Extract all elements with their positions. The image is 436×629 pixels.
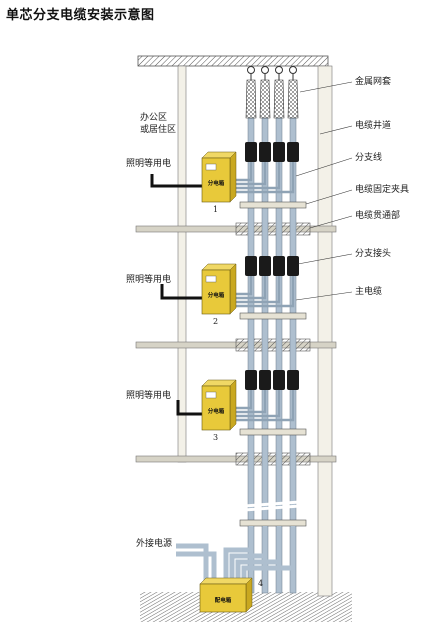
office-area-label: 办公区 (140, 111, 167, 123)
lighting-label-2: 照明等用电 (126, 273, 171, 285)
callout-leaders (295, 81, 353, 301)
cable-clamps (239, 201, 307, 527)
cable-penetration-label: 电缆贯通部 (355, 209, 400, 221)
sub-box-1-label: 分电箱 (208, 179, 225, 187)
lighting-feed-lines (150, 174, 202, 416)
branch-joints (245, 142, 299, 390)
external-power-label: 外接电源 (136, 537, 172, 549)
metal-mesh-sleeves (245, 66, 299, 119)
cable-shaft-label: 电缆井道 (355, 119, 391, 131)
top-slab (137, 55, 329, 67)
sub-box-2-label: 分电箱 (208, 291, 225, 299)
residential-area-label: 或居住区 (140, 123, 176, 135)
lighting-label-3: 照明等用电 (126, 389, 171, 401)
external-supply-cables (176, 543, 217, 580)
lighting-label-1: 照明等用电 (126, 157, 171, 169)
box-number-1: 1 (213, 205, 218, 214)
cable-clamp-label: 电缆固定夹具 (355, 183, 409, 195)
sub-box-1: 分电箱 (201, 151, 237, 203)
branch-lines (236, 162, 295, 422)
branch-line-label: 分支线 (355, 151, 382, 163)
box-number-3: 3 (213, 433, 218, 442)
branch-joint-label: 分支接头 (355, 247, 391, 259)
sub-box-2: 分电箱 (201, 263, 237, 315)
cable-break-marks (243, 500, 301, 512)
distribution-box-label: 配电箱 (215, 596, 232, 604)
box-number-4: 4 (258, 579, 263, 588)
page-title: 单芯分支电缆安装示意图 (6, 8, 155, 23)
metal-mesh-label: 金属网套 (355, 75, 391, 87)
feeder-cables (223, 526, 296, 580)
sub-box-3-label: 分电箱 (208, 407, 225, 415)
shaft-wall (317, 65, 333, 597)
sub-box-3: 分电箱 (201, 379, 237, 431)
box-number-2: 2 (213, 317, 218, 326)
distribution-box: 配电箱 (199, 577, 253, 613)
main-cable-label: 主电缆 (355, 285, 382, 297)
